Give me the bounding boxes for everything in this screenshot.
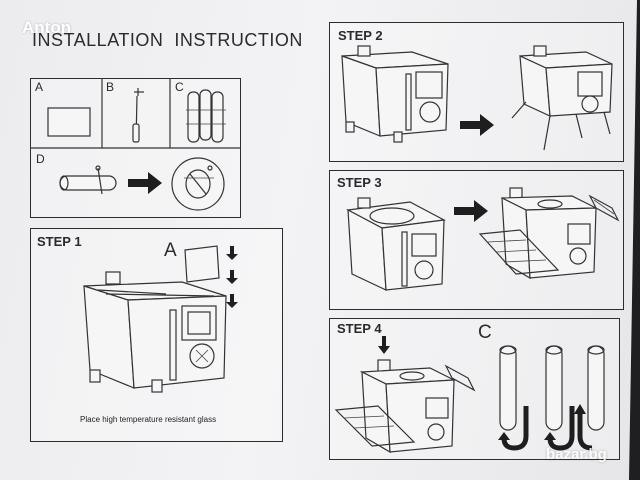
step1-part-letter: A: [164, 240, 177, 261]
step4-part-letter: C: [478, 322, 492, 343]
arrow-right-icon: [454, 200, 488, 222]
down-arrows-icon: [226, 246, 238, 308]
stove-step2-after: [511, 45, 613, 151]
part-d-label: D: [36, 152, 45, 166]
page-title: INSTALLATION INSTRUCTION: [32, 30, 303, 50]
stove-step3-after: [478, 187, 620, 280]
stove-step2-before: [341, 45, 449, 143]
watermark-text: Anton: [22, 18, 72, 37]
pipes-bundle-icon: [186, 89, 226, 143]
parts-grid-lines: [30, 78, 241, 149]
part-b-label: B: [106, 80, 115, 94]
step2-label: STEP 2: [338, 28, 383, 43]
glass-pane-icon: [47, 107, 91, 137]
site-logo: bazar.bg: [546, 446, 607, 463]
step1-label: STEP 1: [37, 234, 82, 249]
step3-label: STEP 3: [337, 175, 382, 190]
glass-pane-icon: [184, 245, 220, 283]
arrow-right-icon: [128, 172, 162, 194]
arrow-right-icon: [460, 114, 494, 136]
step1-caption: Place high temperature resistant glass: [80, 415, 217, 424]
stove-step1-illustration: [83, 271, 227, 393]
poker-tool-icon: [132, 88, 144, 143]
damper-pipe-icon: [59, 165, 117, 195]
damper-detail-icon: [171, 157, 225, 211]
down-arrow-icon: [378, 336, 390, 354]
step4-label: STEP 4: [337, 321, 382, 336]
part-a-label: A: [35, 80, 44, 94]
stove-step4-illustration: [334, 359, 476, 454]
part-c-label: C: [175, 80, 184, 94]
pipes-install-illustration: [498, 345, 605, 451]
stove-step3-before: [346, 197, 446, 291]
